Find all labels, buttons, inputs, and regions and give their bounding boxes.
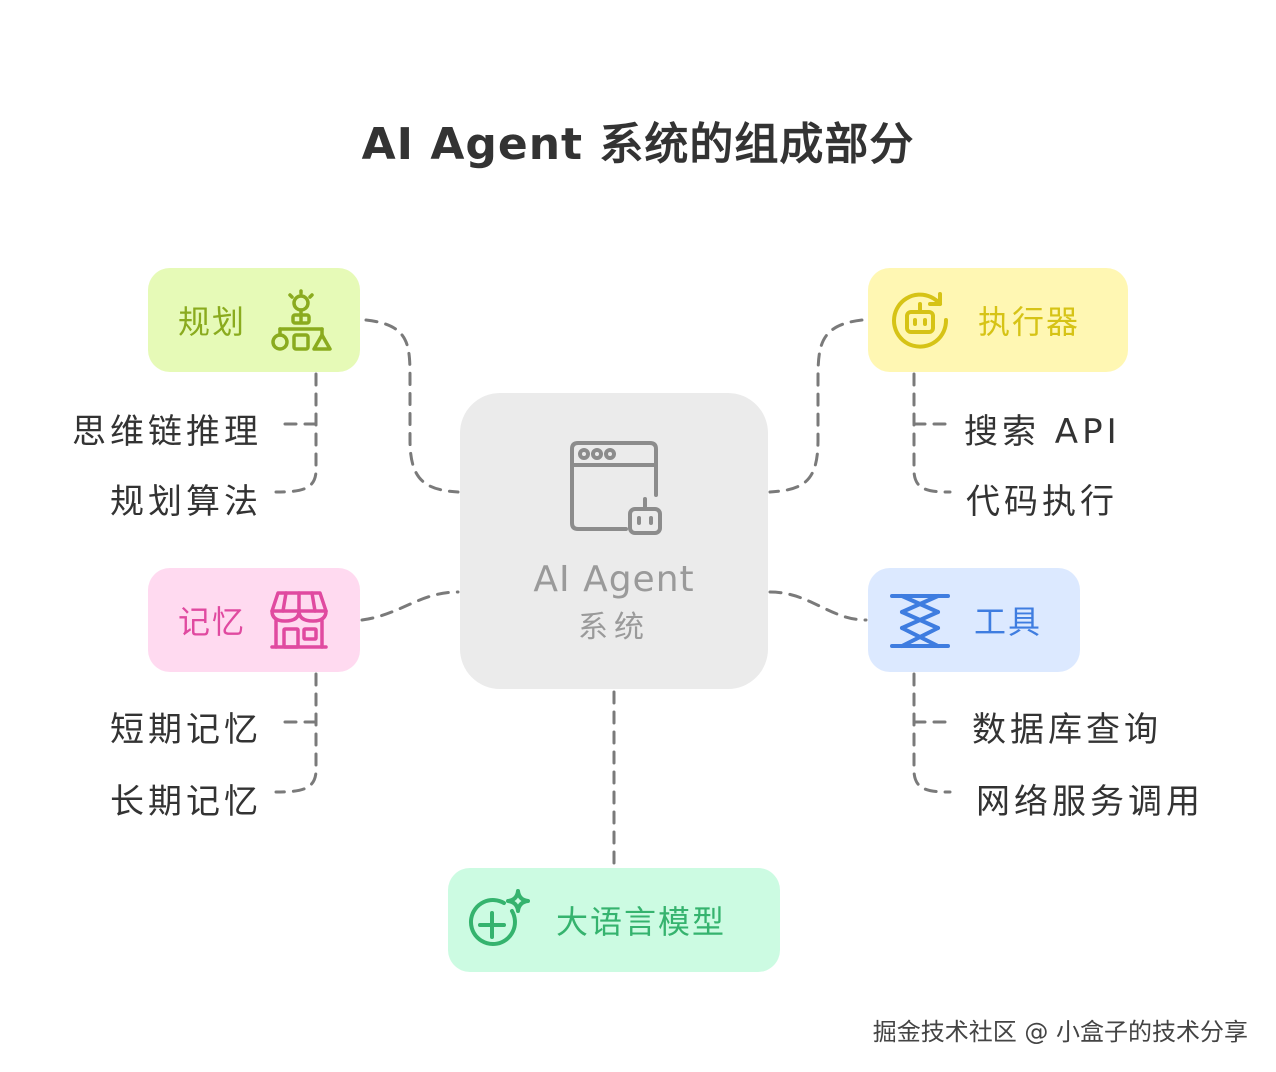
- plus-sparkle-icon: [468, 889, 530, 951]
- robot-refresh-icon: [890, 290, 950, 350]
- llm-label: 大语言模型: [556, 903, 727, 941]
- executor-label: 执行器: [978, 303, 1081, 341]
- center-subtitle: 系统: [578, 609, 650, 645]
- watermark: 掘金技术社区 @ 小盒子的技术分享: [872, 1018, 1248, 1046]
- planning-node: 规划: [148, 268, 360, 372]
- leaf-planning-algorithm: 规划算法: [110, 482, 262, 522]
- hierarchy-bulb-icon: [270, 289, 332, 351]
- scissor-lift-icon: [890, 590, 950, 650]
- planning-label: 规划: [178, 303, 247, 341]
- leaf-short-term-memory: 短期记忆: [110, 710, 262, 750]
- storefront-icon: [268, 589, 330, 651]
- leaf-search-api: 搜索 API: [964, 412, 1121, 452]
- leaf-long-term-memory: 长期记忆: [110, 782, 262, 822]
- executor-node: 执行器: [868, 268, 1128, 372]
- leaf-database-query: 数据库查询: [972, 710, 1162, 750]
- memory-node: 记忆: [148, 568, 360, 672]
- diagram-title: AI Agent 系统的组成部分: [361, 119, 915, 170]
- memory-label: 记忆: [178, 603, 247, 641]
- llm-node: 大语言模型: [448, 868, 780, 972]
- leaf-chain-of-thought: 思维链推理: [72, 412, 262, 452]
- center-title: AI Agent: [533, 558, 695, 600]
- browser-robot-icon: [564, 437, 664, 537]
- leaf-code-execution: 代码执行: [966, 482, 1118, 522]
- tools-node: 工具: [868, 568, 1080, 672]
- tools-label: 工具: [974, 603, 1043, 641]
- leaf-web-service-call: 网络服务调用: [976, 782, 1204, 822]
- center-node: AI Agent 系统: [460, 393, 768, 689]
